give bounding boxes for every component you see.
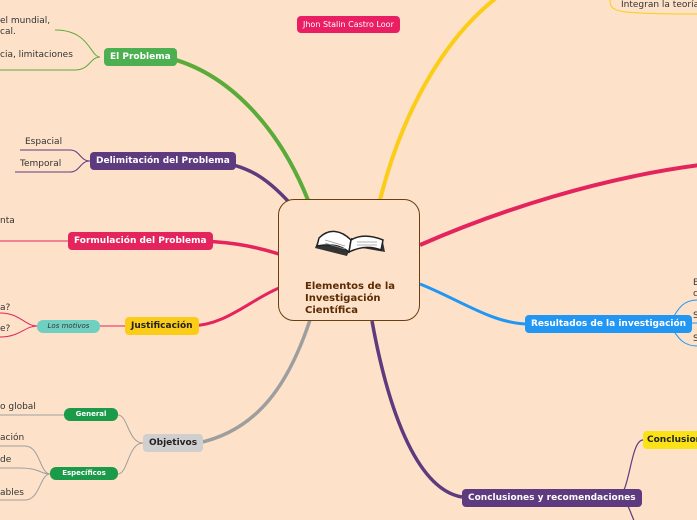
node-resultados[interactable]: Resultados de la investigación bbox=[525, 315, 692, 333]
general-note: o global bbox=[0, 402, 36, 413]
resultados-note-1: E bbox=[693, 278, 697, 289]
justificacion-note-1: a? bbox=[0, 303, 10, 314]
problema-note-1: el mundial, bbox=[0, 16, 50, 27]
resultados-note-4: S bbox=[693, 334, 697, 345]
delimitacion-espacial[interactable]: Espacial bbox=[25, 137, 62, 148]
formulacion-note: nta bbox=[0, 216, 15, 227]
open-book-icon bbox=[311, 218, 389, 260]
node-formulacion[interactable]: Formulación del Problema bbox=[68, 232, 213, 250]
branch-line-top-right bbox=[420, 165, 697, 245]
branch-line-problema bbox=[165, 57, 308, 200]
node-el-problema[interactable]: El Problema bbox=[104, 48, 177, 66]
especificos-note-1: ación bbox=[0, 433, 24, 444]
problema-note-2: cal. bbox=[0, 27, 16, 38]
branch-line-objetivos bbox=[198, 320, 310, 443]
node-objetivos[interactable]: Objetivos bbox=[143, 434, 203, 452]
branch-line-conclusiones bbox=[372, 321, 462, 497]
node-delimitacion[interactable]: Delimitación del Problema bbox=[90, 152, 236, 170]
resultados-note-3: S bbox=[693, 311, 697, 322]
especificos-note-3: ables bbox=[0, 488, 24, 499]
node-conclusiones[interactable]: Conclusiones y recomendaciones bbox=[462, 489, 642, 507]
node-los-motivos[interactable]: Los motivos bbox=[37, 320, 100, 333]
branch-line-justificacion bbox=[190, 288, 279, 326]
marco-note: Integran la teoría bbox=[621, 0, 697, 11]
author-label[interactable]: Jhon Stalin Castro Loor bbox=[297, 16, 400, 33]
problema-note-3: cia, limitaciones bbox=[0, 50, 73, 61]
resultados-note-2: c bbox=[693, 289, 697, 300]
central-topic-title: Elementos de la Investigación Científica bbox=[305, 281, 395, 317]
node-justificacion[interactable]: Justificación bbox=[125, 317, 199, 335]
node-general[interactable]: General bbox=[64, 408, 118, 421]
branch-line-resultados bbox=[420, 284, 525, 324]
node-conclusion[interactable]: Conclusion bbox=[643, 431, 697, 449]
justificacion-note-2: e? bbox=[0, 324, 10, 335]
especificos-note-2: de bbox=[0, 455, 11, 466]
central-topic[interactable]: Elementos de la Investigación Científica bbox=[278, 199, 420, 321]
delimitacion-temporal[interactable]: Temporal bbox=[20, 159, 61, 170]
node-especificos[interactable]: Específicos bbox=[50, 467, 118, 480]
